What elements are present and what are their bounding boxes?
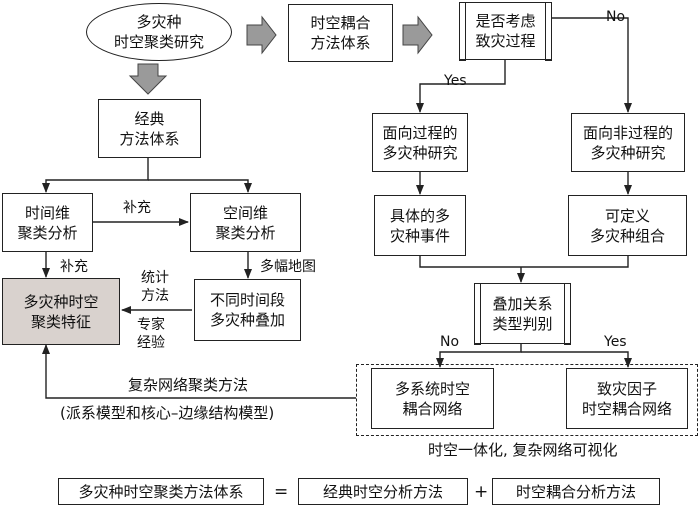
equation-term2-box: 时空耦合分析方法 [492, 478, 660, 505]
split-classic [42, 158, 149, 193]
factor-network-box: 致灾因子 时空耦合网络 [566, 368, 688, 429]
overlay-judgement-text: 叠加关系 类型判别 [492, 294, 553, 333]
coupling-system-box: 时空耦合 方法体系 [288, 4, 393, 62]
equation-term2-text: 时空耦合分析方法 [515, 482, 636, 501]
yes-label-bottom: Yes [604, 334, 627, 350]
equation-term1-box: 经典时空分析方法 [298, 478, 468, 505]
expert-experience-label: 专家 经验 [137, 317, 165, 351]
start-text: 多灾种 时空聚类研究 [113, 13, 204, 51]
equals-sign: = [274, 482, 289, 502]
equation-lhs-box: 多灾种时空聚类方法体系 [58, 478, 264, 505]
definable-combo-box: 可定义 多灾种组合 [568, 195, 687, 256]
equation-term1-text: 经典时空分析方法 [322, 482, 443, 501]
block-arrow-right-2 [402, 15, 433, 55]
complex-network-models-label: (派系模型和核心–边缘结构模型) [60, 404, 275, 422]
network-group-dashed [356, 364, 698, 436]
definable-combo-text: 可定义 多灾种组合 [589, 206, 665, 245]
factor-network-text: 致灾因子 时空耦合网络 [581, 379, 672, 418]
multi-system-network-text: 多系统时空 耦合网络 [394, 379, 470, 418]
statistical-methods-label: 统计 方法 [141, 270, 169, 304]
classic-system-box: 经典 方法体系 [98, 99, 201, 158]
supplement-label-2: 补充 [60, 259, 88, 275]
cluster-features-box: 多灾种时空 聚类特征 [2, 278, 120, 345]
cluster-features-text: 多灾种时空 聚类特征 [23, 292, 99, 331]
yes-label-top: Yes [444, 73, 467, 89]
non-process-oriented-text: 面向非过程的 多灾种研究 [582, 123, 673, 162]
consider-process-box: 是否考虑 致灾过程 [459, 1, 552, 61]
integration-note-label: 时空一体化, 复杂网络可视化 [428, 441, 618, 459]
classic-system-text: 经典 方法体系 [119, 109, 180, 148]
multi-maps-label: 多幅地图 [260, 259, 316, 275]
block-arrow-right-1 [246, 15, 277, 55]
specific-events-box: 具体的多 灾种事件 [374, 195, 466, 256]
time-cluster-box: 时间维 聚类分析 [2, 193, 93, 252]
non-process-oriented-box: 面向非过程的 多灾种研究 [571, 113, 685, 172]
start-oval: 多灾种 时空聚类研究 [86, 3, 232, 61]
no-label-bottom: No [440, 334, 460, 350]
space-cluster-box: 空间维 聚类分析 [190, 193, 301, 252]
split-classic-space [148, 179, 252, 193]
process-oriented-text: 面向过程的 多灾种研究 [382, 123, 458, 162]
space-cluster-text: 空间维 聚类分析 [215, 203, 276, 242]
arrow-no-top [551, 17, 632, 113]
equation-lhs-text: 多灾种时空聚类方法体系 [78, 482, 244, 501]
supplement-label-1: 补充 [123, 200, 151, 216]
process-oriented-box: 面向过程的 多灾种研究 [372, 113, 468, 172]
overlay-periods-box: 不同时间段 多灾种叠加 [194, 279, 301, 341]
arrow-network-to-features [42, 344, 356, 399]
merge-events [419, 256, 629, 268]
no-label-top: No [606, 9, 626, 25]
overlay-judgement-box: 叠加关系 类型判别 [474, 282, 571, 345]
overlay-periods-text: 不同时间段 多灾种叠加 [209, 291, 285, 329]
complex-network-method-label: 复杂网络聚类方法 [128, 376, 249, 394]
time-cluster-text: 时间维 聚类分析 [17, 203, 78, 242]
block-arrow-down [128, 63, 168, 95]
specific-events-text: 具体的多 灾种事件 [389, 206, 450, 245]
multi-system-network-box: 多系统时空 耦合网络 [371, 368, 494, 429]
plus-sign: + [474, 482, 489, 502]
split-judgement [436, 344, 522, 368]
split-judgement-yes [521, 351, 632, 368]
arrow-yes-top [416, 60, 506, 113]
coupling-system-text: 时空耦合 方法体系 [310, 14, 371, 52]
consider-process-text: 是否考虑 致灾过程 [475, 12, 536, 50]
